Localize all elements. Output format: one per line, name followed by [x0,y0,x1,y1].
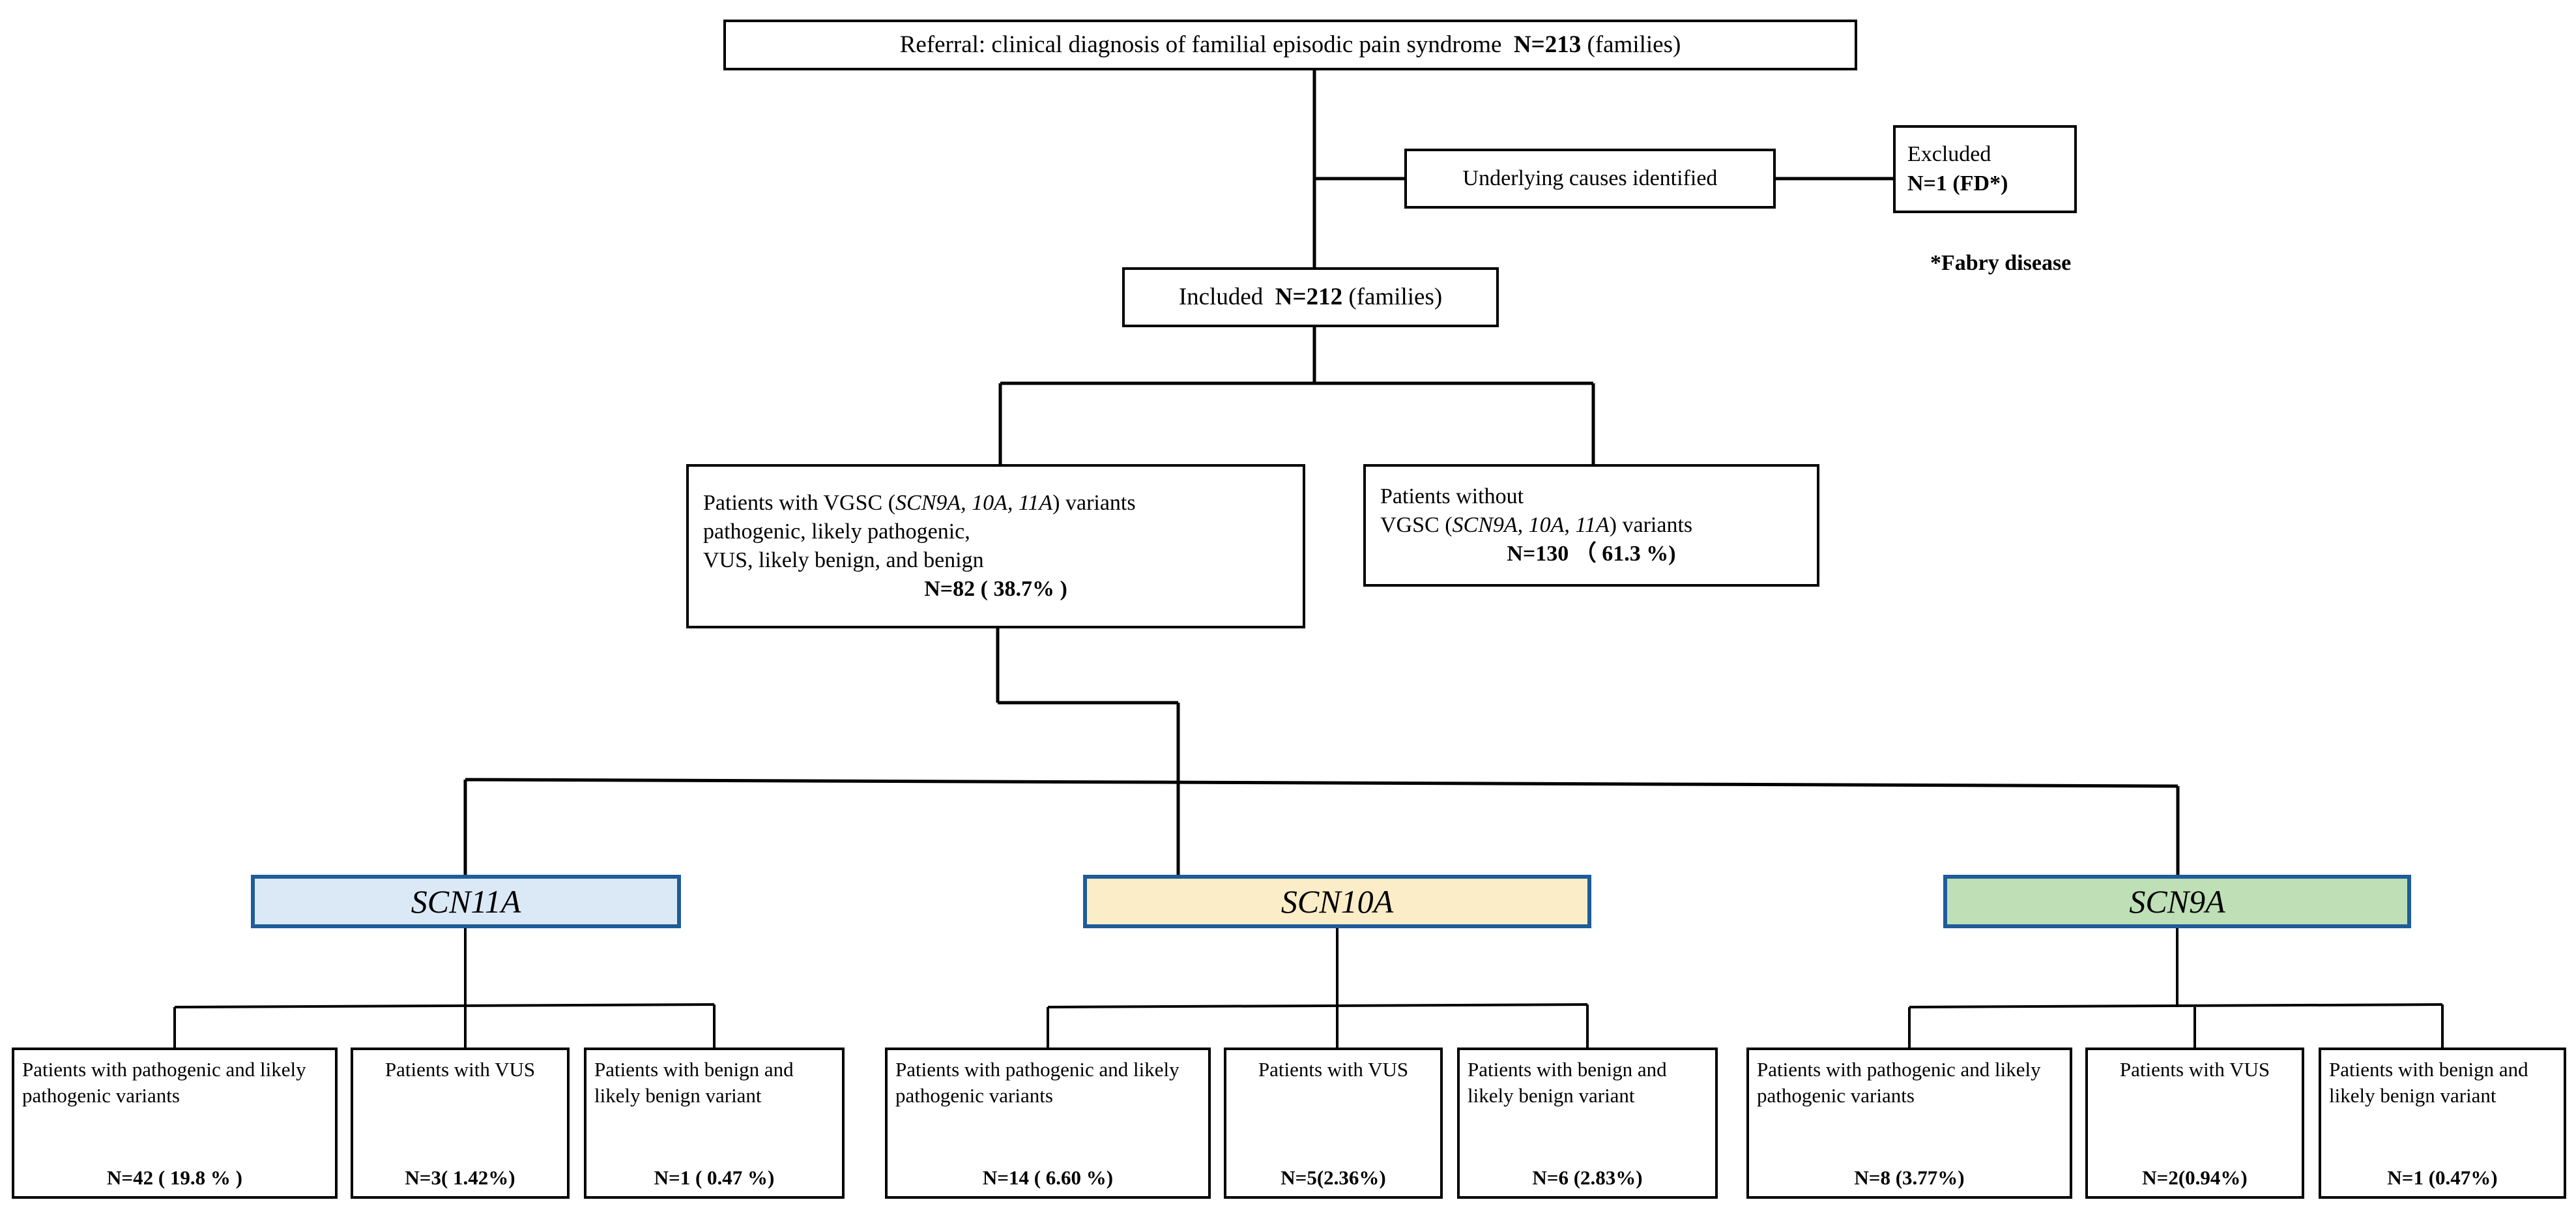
leaf-scn11a-vus: Patients with VUS N=3( 1.42%) [351,1048,570,1199]
node-patients-without-vgsc-count: N=130 （ 61.3 %) [1507,542,1676,566]
leaf-line-3: benign variant [1518,1084,1635,1107]
node-underlying-causes-label: Underlying causes identified [1462,166,1718,190]
leaf-line-2: VUS [1368,1058,1409,1081]
leaf-line-1: Patients with [2119,1058,2225,1081]
node-patients-with-vgsc-count: N=82 ( 38.7% ) [924,577,1067,602]
leaf-line-2: benign and likely [1468,1058,1667,1107]
leaf-line-2: VUS [2229,1058,2270,1081]
node-patients-with-vgsc-line3: VUS, likely benign, and benign [703,548,984,572]
leaf-line-3: variants [989,1084,1053,1107]
node-gene-scn11a: SCN11A [251,875,681,928]
leaf-scn10a-vus: Patients with VUS N=5(2.36%) [1224,1048,1443,1199]
leaf-line-2: and likely pathogenic [1757,1058,2041,1107]
node-gene-scn10a-label: SCN10A [1281,883,1394,920]
node-included-count: N=212 [1275,283,1343,310]
node-referral-unit: (families) [1587,31,1681,58]
leaf-scn10a-pathogenic: Patients with pathogenic and likely path… [885,1048,1211,1199]
node-gene-scn10a: SCN10A [1083,875,1591,928]
leaf-count: N=42 ( 19.8 % ) [107,1166,242,1189]
node-gene-scn9a: SCN9A [1943,875,2411,928]
node-referral-count: N=213 [1513,31,1582,58]
leaf-line-2: and likely pathogenic [895,1058,1179,1107]
node-included-unit: (families) [1348,283,1443,310]
leaf-line-2: and likely pathogenic [22,1058,306,1107]
leaf-line-1: Patients with [384,1058,490,1081]
node-gene-scn9a-label: SCN9A [2129,883,2225,920]
leaf-count: N=6 (2.83%) [1532,1166,1643,1189]
node-patients-with-vgsc-line2: pathogenic, likely pathogenic, [703,519,970,544]
node-patients-with-vgsc-line1: Patients with VGSC (SCN9A, 10A, 11A) var… [703,490,1136,515]
node-excluded-label: Excluded [1907,142,1991,167]
node-excluded-count: N=1 (FD*) [1907,171,2008,196]
leaf-line-1: Patients with [1468,1058,1573,1081]
leaf-line-1: Patients with [594,1058,700,1081]
leaf-count: N=1 (0.47%) [2387,1166,2498,1189]
node-patients-without-vgsc-line1: Patients without [1380,484,1524,508]
node-gene-scn11a-label: SCN11A [411,883,521,920]
node-referral-text: Referral: clinical diagnosis of familial… [899,31,1681,58]
leaf-line-1: Patients with pathogenic [895,1058,1094,1081]
leaf-count: N=5(2.36%) [1281,1166,1386,1189]
leaf-scn10a-benign: Patients with benign and likely benign v… [1457,1048,1718,1199]
leaf-line-3: variants [115,1084,180,1107]
leaf-line-1: Patients with [1258,1058,1363,1081]
node-referral: Referral: clinical diagnosis of familial… [723,20,1857,70]
leaf-line-1: Patients with pathogenic [22,1058,221,1081]
node-underlying-causes: Underlying causes identified [1404,149,1776,209]
leaf-line-2: benign and likely [594,1058,794,1107]
leaf-line-3: benign variant [2380,1084,2496,1107]
gene-list-italic: SCN9A, 10A, 11A [895,490,1053,515]
node-patients-without-vgsc: Patients without VGSC (SCN9A, 10A, 11A) … [1363,464,1819,587]
leaf-scn11a-benign: Patients with benign and likely benign v… [584,1048,845,1199]
node-patients-without-vgsc-line2: VGSC (SCN9A, 10A, 11A) variants [1380,512,1693,537]
node-included-text: Included N=212 (families) [1178,283,1443,310]
node-included: Included N=212 (families) [1122,267,1499,327]
leaf-scn9a-vus: Patients with VUS N=2(0.94%) [2085,1048,2304,1199]
leaf-scn11a-pathogenic: Patients with pathogenic and likely path… [12,1048,338,1199]
leaf-line-3: benign variant [645,1084,762,1107]
leaf-scn9a-pathogenic: Patients with pathogenic and likely path… [1746,1048,2072,1199]
footnote-fabry-disease: *Fabry disease [1930,251,2072,275]
leaf-count: N=3( 1.42%) [405,1166,515,1189]
leaf-line-2: benign and likely [2329,1058,2528,1107]
node-patients-with-vgsc: Patients with VGSC (SCN9A, 10A, 11A) var… [686,464,1305,628]
leaf-count: N=8 (3.77%) [1854,1166,1965,1189]
leaf-count: N=1 ( 0.47 %) [654,1166,775,1189]
leaf-line-1: Patients with pathogenic [1757,1058,1956,1081]
leaf-line-1: Patients with [2329,1058,2435,1081]
leaf-count: N=2(0.94%) [2142,1166,2248,1189]
leaf-line-2: VUS [495,1058,536,1081]
leaf-line-3: variants [1850,1084,1915,1107]
gene-list-italic: SCN9A, 10A, 11A [1452,512,1610,537]
leaf-count: N=14 ( 6.60 %) [982,1166,1114,1189]
node-excluded: Excluded N=1 (FD*) [1893,125,2077,213]
leaf-scn9a-benign: Patients with benign and likely benign v… [2319,1048,2566,1199]
